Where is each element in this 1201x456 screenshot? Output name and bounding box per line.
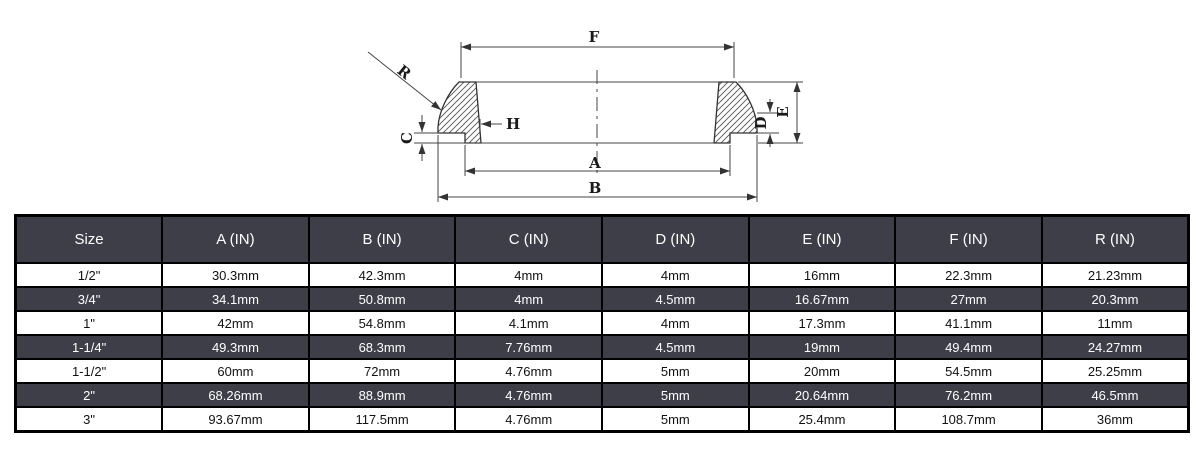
- value-cell: 5mm: [601, 358, 750, 384]
- value-cell: 60mm: [161, 358, 310, 384]
- column-header: C (IN): [454, 214, 603, 264]
- dimension-c-label: C: [398, 132, 416, 144]
- value-cell: 4.76mm: [454, 406, 603, 433]
- gasket-section-left: [437, 81, 482, 144]
- value-cell: 17.3mm: [747, 310, 897, 336]
- value-cell: 46.5mm: [1040, 382, 1190, 408]
- dimension-r-label: R: [394, 61, 415, 83]
- size-cell: 2": [14, 382, 164, 408]
- dimension-b-label: B: [589, 179, 602, 197]
- technical-drawing: F R H C A B: [367, 28, 803, 202]
- value-cell: 16.67mm: [747, 286, 897, 312]
- dimension-a: [464, 145, 731, 176]
- value-cell: 54.8mm: [307, 310, 457, 336]
- dimension-a-label: A: [588, 154, 601, 172]
- column-header: B (IN): [307, 214, 457, 264]
- dimension-h: [479, 119, 502, 129]
- value-cell: 4.76mm: [454, 358, 603, 384]
- value-cell: 36mm: [1040, 406, 1190, 433]
- column-header: F (IN): [894, 214, 1043, 264]
- value-cell: 25.4mm: [747, 406, 897, 433]
- value-cell: 4mm: [601, 310, 750, 336]
- dimension-e-label: E: [774, 106, 792, 117]
- value-cell: 42.3mm: [307, 262, 457, 288]
- size-cell: 1": [14, 310, 164, 336]
- value-cell: 22.3mm: [894, 262, 1043, 288]
- value-cell: 34.1mm: [161, 286, 310, 312]
- value-cell: 88.9mm: [307, 382, 457, 408]
- value-cell: 4.76mm: [454, 382, 603, 408]
- size-cell: 1-1/2": [14, 358, 164, 384]
- column-header: E (IN): [747, 214, 897, 264]
- size-cell: 1/2": [14, 262, 164, 288]
- dimension-f-label: F: [589, 28, 600, 46]
- dimension-d: [756, 99, 779, 147]
- column-header: A (IN): [161, 214, 310, 264]
- value-cell: 72mm: [307, 358, 457, 384]
- value-cell: 41.1mm: [894, 310, 1043, 336]
- dimension-r: [367, 51, 442, 111]
- dimension-c: [414, 115, 439, 161]
- value-cell: 4.1mm: [454, 310, 603, 336]
- value-cell: 5mm: [601, 382, 750, 408]
- value-cell: 68.26mm: [161, 382, 310, 408]
- value-cell: 27mm: [894, 286, 1043, 312]
- value-cell: 93.67mm: [161, 406, 310, 433]
- dimension-f: [460, 42, 735, 78]
- gasket-section-right: [713, 81, 758, 144]
- value-cell: 7.76mm: [454, 334, 603, 360]
- value-cell: 4.5mm: [601, 286, 750, 312]
- size-cell: 1-1/4": [14, 334, 164, 360]
- dimension-b: [437, 135, 758, 202]
- value-cell: 30.3mm: [161, 262, 310, 288]
- value-cell: 11mm: [1040, 310, 1190, 336]
- dimension-d-label: D: [752, 116, 770, 129]
- value-cell: 20mm: [747, 358, 897, 384]
- column-header: R (IN): [1040, 214, 1190, 264]
- value-cell: 20.64mm: [747, 382, 897, 408]
- value-cell: 49.3mm: [161, 334, 310, 360]
- value-cell: 16mm: [747, 262, 897, 288]
- value-cell: 42mm: [161, 310, 310, 336]
- value-cell: 20.3mm: [1040, 286, 1190, 312]
- value-cell: 25.25mm: [1040, 358, 1190, 384]
- value-cell: 4.5mm: [601, 334, 750, 360]
- size-cell: 3/4": [14, 286, 164, 312]
- value-cell: 68.3mm: [307, 334, 457, 360]
- size-cell: 3": [14, 406, 164, 433]
- value-cell: 4mm: [601, 262, 750, 288]
- value-cell: 49.4mm: [894, 334, 1043, 360]
- value-cell: 54.5mm: [894, 358, 1043, 384]
- dimension-h-label: H: [506, 115, 520, 133]
- value-cell: 50.8mm: [307, 286, 457, 312]
- value-cell: 4mm: [454, 262, 603, 288]
- value-cell: 4mm: [454, 286, 603, 312]
- value-cell: 19mm: [747, 334, 897, 360]
- gasket-cross-section-diagram: F R H C A B: [0, 0, 1201, 212]
- value-cell: 108.7mm: [894, 406, 1043, 433]
- value-cell: 5mm: [601, 406, 750, 433]
- column-header: D (IN): [601, 214, 750, 264]
- value-cell: 117.5mm: [307, 406, 457, 433]
- column-header: Size: [14, 214, 164, 264]
- value-cell: 24.27mm: [1040, 334, 1190, 360]
- value-cell: 21.23mm: [1040, 262, 1190, 288]
- value-cell: 76.2mm: [894, 382, 1043, 408]
- dimension-e: [738, 81, 803, 143]
